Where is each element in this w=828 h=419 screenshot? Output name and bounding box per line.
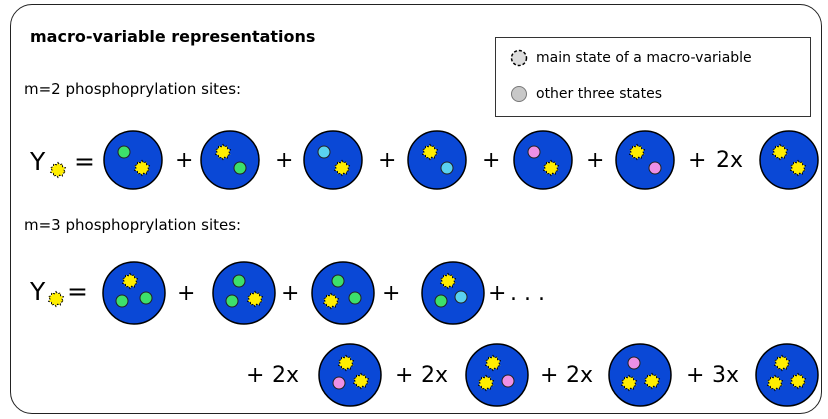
plus-sign: + (488, 281, 506, 306)
m3-equation-row2: + 2x + 2x + 2x + 3x (246, 343, 819, 407)
protein-cell (465, 343, 529, 407)
m2-section-label: m=2 phosphoprylation sites: (24, 80, 242, 98)
protein-cell (200, 130, 260, 190)
legend-box: main state of a macro-variable other thr… (495, 37, 811, 117)
m3-section-label: m=3 phosphoprylation sites: (24, 216, 242, 234)
protein-cell (759, 130, 819, 190)
dashed-circle-icon (510, 49, 528, 67)
plus-sign: + (395, 363, 413, 388)
protein-cell (421, 261, 485, 325)
equals-sign: = (67, 277, 88, 306)
equals-sign: = (74, 147, 95, 176)
protein-cell (407, 130, 467, 190)
coefficient-2x: 2x (421, 363, 448, 388)
coefficient-3x: 3x (712, 363, 739, 388)
protein-cell (102, 261, 166, 325)
plus-sign: + (586, 148, 604, 173)
coefficient-2x: 2x (716, 148, 743, 173)
lhs-symbol: Y (29, 147, 46, 176)
figure-title: macro-variable representations (30, 27, 316, 46)
coefficient-2x: 2x (566, 363, 593, 388)
lhs-main-state-icon (50, 162, 66, 178)
lhs-main-state-icon (48, 291, 64, 307)
plus-sign: + (688, 148, 706, 173)
plus-sign: + (686, 363, 704, 388)
plus-sign: + (175, 148, 193, 173)
legend-main-state-label: main state of a macro-variable (536, 50, 752, 66)
legend-main-state: main state of a macro-variable (510, 47, 752, 69)
plus-sign: + (382, 281, 400, 306)
plus-sign: + (540, 363, 558, 388)
coefficient-2x: 2x (272, 363, 299, 388)
protein-cell (212, 261, 276, 325)
protein-cell (755, 343, 819, 407)
plus-sign: + (177, 281, 195, 306)
m2-equation: Y = + + + + + (29, 130, 819, 190)
protein-cell (615, 130, 675, 190)
m3-equation-row1: Y = + + + + . . . (29, 261, 545, 325)
gray-circle-icon (511, 86, 527, 102)
protein-cell (103, 130, 163, 190)
legend-other-states-label: other three states (536, 86, 662, 102)
plus-sign: + (281, 281, 299, 306)
protein-cell (303, 130, 363, 190)
protein-cell (311, 261, 375, 325)
plus-sign: + (275, 148, 293, 173)
lhs-symbol: Y (29, 277, 46, 306)
ellipsis: . . . (510, 281, 545, 306)
protein-cell (608, 343, 672, 407)
protein-cell (318, 343, 382, 407)
legend-other-states: other three states (510, 83, 662, 105)
protein-cell (513, 130, 573, 190)
plus-sign: + (482, 148, 500, 173)
plus-sign: + (246, 363, 264, 388)
plus-sign: + (378, 148, 396, 173)
